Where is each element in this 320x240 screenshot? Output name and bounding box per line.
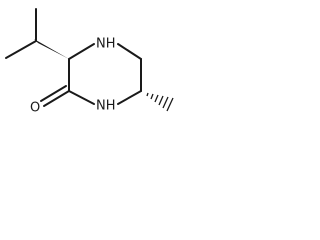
atom-oxygen: O	[30, 101, 40, 116]
bond-wedge-isopropyl	[34, 39, 69, 59]
bond-c6-n1	[117, 90, 142, 105]
bond-carbonyl-2	[40, 85, 67, 102]
atom-nh-bottom: NH	[96, 99, 116, 114]
bonds	[5, 8, 174, 112]
bond-carbonyl-1	[43, 90, 70, 107]
bond-n1-c2	[68, 90, 95, 105]
bond-hash-methyl	[146, 92, 174, 112]
atom-labels: NH NH O	[30, 37, 116, 116]
bond-n4-c5	[117, 43, 142, 60]
structural-formula: NH NH O	[5, 8, 174, 116]
bond-isopropyl-left	[5, 40, 37, 59]
bond-c3-n4	[68, 43, 95, 60]
atom-nh-top: NH	[96, 37, 116, 52]
